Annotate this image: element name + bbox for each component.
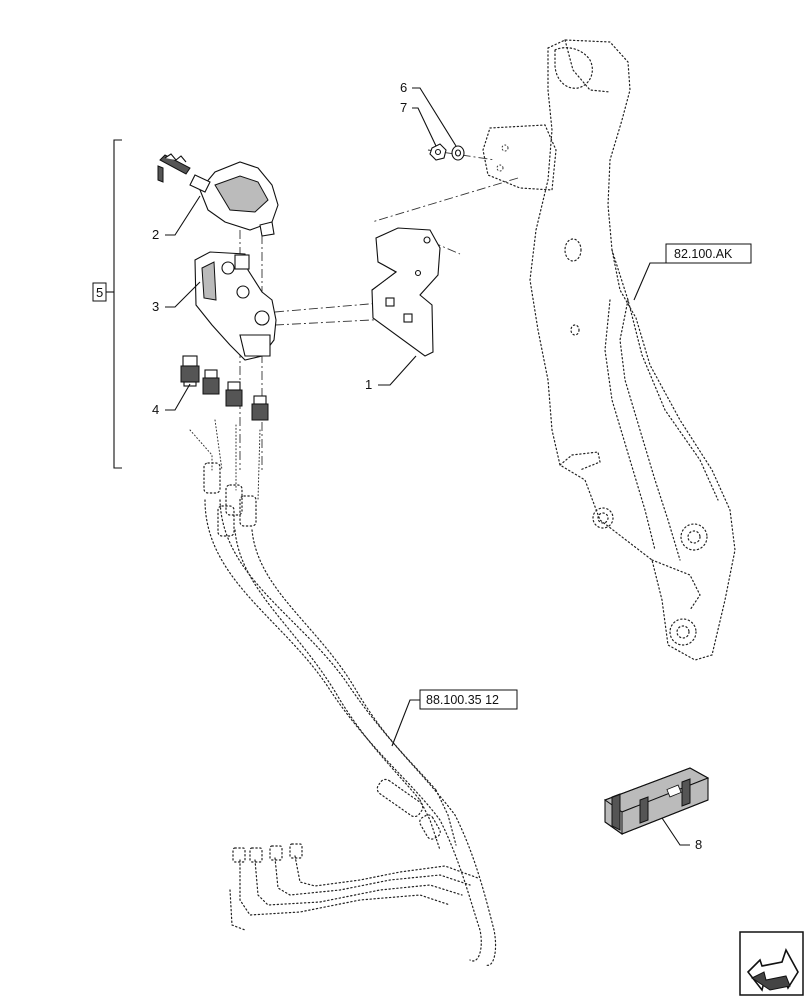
fittings-part [180,355,269,421]
bracket-part [371,227,441,357]
hose-bundle [189,419,497,966]
nut-part [429,143,447,161]
callout-7: 7 [400,100,407,115]
next-page-arrow-icon[interactable] [739,931,804,996]
cover-part [157,153,279,237]
callout-6: 6 [400,80,407,95]
reference-frame-label[interactable]: 82.100.AK [674,247,733,261]
washer-part [451,145,465,161]
callout-labels: 1 2 3 4 5 6 7 8 [92,80,702,852]
callout-leaders [165,87,690,846]
reference-hoses-box[interactable]: 88.100.35 12 [419,689,518,710]
reference-frame-box[interactable]: 82.100.AK [665,243,752,264]
callout-5: 5 [96,285,103,300]
callout-2: 2 [152,227,159,242]
valve-block-part [194,251,277,361]
callout-4: 4 [152,402,159,417]
callout-8: 8 [695,837,702,852]
callout-1: 1 [365,377,372,392]
shipping-crate-icon [603,767,710,835]
frame-mount-plate [482,124,557,191]
callout-5-box [92,282,107,302]
loader-arm-frame [529,39,736,661]
callout-3: 3 [152,299,159,314]
reference-hoses-label[interactable]: 88.100.35 12 [426,693,499,707]
assembly-group-bracket [106,139,122,469]
